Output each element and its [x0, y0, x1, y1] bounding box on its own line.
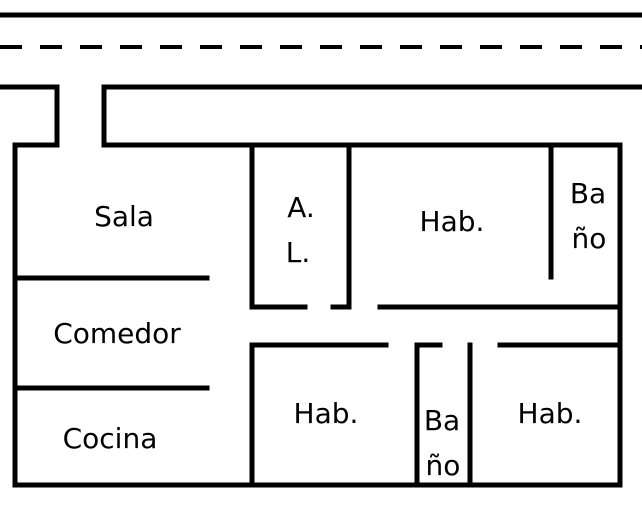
room-label-hab-bottom-right: Hab. — [518, 397, 583, 430]
room-label-bano-top-line2: ño — [572, 222, 607, 255]
street — [0, 12, 642, 145]
room-label-al-line2: L. — [286, 236, 311, 269]
room-label-al-line1: A. — [287, 191, 315, 224]
room-label-hab-bottom-left: Hab. — [294, 397, 359, 430]
room-label-hab-top: Hab. — [420, 205, 485, 238]
room-label-bano-top-line1: Ba — [570, 177, 606, 210]
exterior-walls — [12, 142, 623, 488]
room-labels: Sala Comedor Cocina A. L. Hab. Ba ño Hab… — [53, 177, 606, 482]
street-bottom-edge-left — [0, 84, 60, 145]
room-label-sala: Sala — [94, 200, 154, 233]
room-label-comedor: Comedor — [53, 317, 181, 350]
room-label-bano-bottom-line1: Ba — [424, 404, 460, 437]
room-label-bano-bottom-line2: ño — [426, 449, 461, 482]
street-bottom-edge-right — [101, 84, 642, 145]
interior-walls — [12, 142, 623, 488]
room-label-cocina: Cocina — [63, 422, 158, 455]
